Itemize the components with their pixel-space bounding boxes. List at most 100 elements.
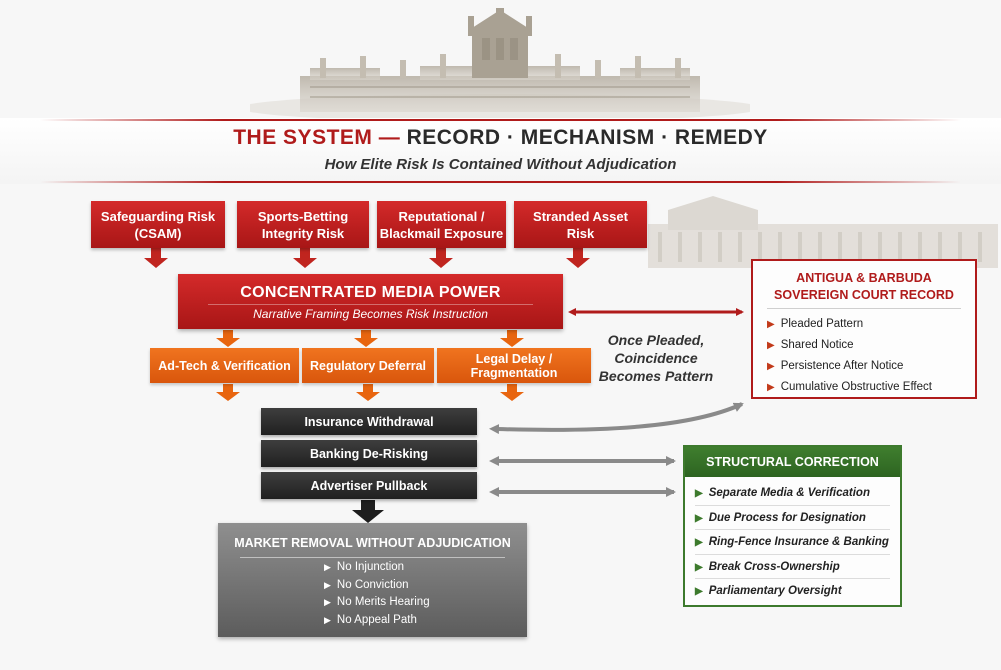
insurance-to-antigua-arrow — [489, 402, 744, 435]
triangle-bullet-icon: ▶ — [324, 614, 331, 625]
triangle-bullet-icon: ▶ — [324, 579, 331, 590]
risk-box-line: Reputational / — [398, 208, 485, 224]
list-item-label: Cumulative Obstructive Effect — [780, 381, 932, 393]
pattern-note: Once Pleaded, Coincidence Becomes Patter… — [596, 331, 716, 385]
title-top-rule — [40, 119, 961, 121]
risk-box-line: Sports-Betting — [257, 208, 349, 224]
list-item: ▶ Due Process for Designation — [695, 506, 890, 530]
triangle-bullet-icon: ▶ — [767, 319, 775, 330]
mechanism-ad-tech: Ad-Tech & Verification — [150, 348, 299, 383]
banking-de-risking-box: Banking De-Risking — [261, 440, 477, 467]
triangle-bullet-icon: ▶ — [695, 586, 703, 597]
list-item-label: Break Cross-Ownership — [708, 560, 840, 573]
list-item: ▶ Ring-Fence Insurance & Banking — [695, 530, 890, 555]
list-item: ▶ Shared Notice — [767, 335, 932, 356]
risk-box-reputational: Reputational /Blackmail Exposure — [377, 201, 506, 248]
triangle-bullet-icon: ▶ — [695, 561, 703, 573]
triangle-bullet-icon: ▶ — [324, 597, 331, 607]
arrow-down-red — [566, 248, 590, 268]
page-title: THE SYSTEM — RECORD · MECHANISM · REMEDY — [0, 126, 1001, 150]
risk-box-line: Safeguarding Risk — [100, 208, 216, 224]
antigua-title-line: SOVEREIGN COURT RECORD — [774, 288, 954, 302]
page-subtitle: How Elite Risk Is Contained Without Adju… — [324, 156, 677, 173]
risk-box-line: Stranded Asset — [533, 208, 628, 224]
antigua-court-record-box: ANTIGUA & BARBUDA SOVEREIGN COURT RECORD… — [751, 259, 977, 399]
list-item: ▶ Break Cross-Ownership — [695, 555, 890, 579]
list-item-label: No Merits Hearing — [336, 596, 430, 608]
title-part-system: THE SYSTEM — — [233, 126, 401, 149]
list-item-label: Parliamentary Oversight — [708, 585, 842, 597]
list-item: ▶ Persistence After Notice — [767, 356, 932, 377]
list-item-label: Separate Media & Verification — [708, 487, 870, 499]
antigua-title-line: ANTIGUA & BARBUDA — [796, 271, 932, 285]
structural-correction-title: STRUCTURAL CORRECTION — [685, 447, 900, 477]
antigua-list: ▶ Pleaded Pattern ▶ Shared Notice ▶ Persist… — [767, 314, 932, 398]
risk-box-line: Integrity Risk — [261, 225, 345, 241]
mechanism-legal-delay: Legal Delay / Fragmentation — [437, 348, 591, 383]
media-subtitle: Narrative Framing Becomes Risk Instructi… — [178, 304, 563, 321]
antigua-divider — [767, 308, 961, 309]
parliament-skyline-illustration — [250, 8, 750, 118]
list-item: ▶ No Merits Hearing — [324, 594, 430, 612]
list-item-label: Shared Notice — [780, 339, 854, 351]
title-bottom-rule — [40, 181, 961, 183]
list-item-label: No Injunction — [336, 561, 405, 573]
triangle-bullet-icon: ▶ — [767, 382, 775, 393]
list-item-label: Pleaded Pattern — [780, 318, 864, 330]
list-item-label: Persistence After Notice — [780, 360, 904, 372]
arrow-down-orange — [356, 384, 380, 401]
structural-correction-box: STRUCTURAL CORRECTION ▶ Separate Media & … — [683, 445, 902, 607]
risk-box-safeguarding: Safeguarding Risk(CSAM) — [91, 201, 225, 248]
list-item: ▶ Pleaded Pattern — [767, 314, 932, 335]
mechanism-regulatory-deferral: Regulatory Deferral — [302, 348, 434, 383]
arrow-down-black — [352, 500, 384, 523]
arrow-down-orange — [354, 330, 378, 347]
triangle-bullet-icon: ▶ — [767, 361, 775, 372]
list-item-label: No Appeal Path — [336, 613, 417, 626]
list-item-label: Due Process for Designation — [708, 511, 866, 524]
structural-correction-list: ▶ Separate Media & Verification ▶ Due Proc… — [695, 481, 890, 604]
list-item: ▶ Parliamentary Oversight — [695, 579, 890, 604]
list-item-label: No Conviction — [336, 578, 409, 591]
mechanism-down-arrows — [216, 384, 524, 401]
arrow-down-red — [144, 248, 168, 268]
market-divider — [240, 557, 505, 558]
arrow-down-orange — [216, 330, 240, 347]
triangle-bullet-icon: ▶ — [695, 512, 703, 524]
market-removal-list: ▶ No Injunction ▶ No Conviction ▶ No Merits… — [324, 559, 430, 629]
title-part-remedy: RECORD · MECHANISM · REMEDY — [406, 126, 768, 149]
pattern-note-line: Becomes Pattern — [598, 368, 714, 384]
risk-box-line: Blackmail Exposure — [379, 225, 504, 241]
arrow-down-orange — [216, 384, 240, 401]
risk-box-line: (CSAM) — [134, 225, 182, 241]
antigua-title: ANTIGUA & BARBUDA SOVEREIGN COURT RECORD — [753, 270, 975, 304]
list-item: ▶ No Injunction — [324, 559, 430, 577]
list-item-label: Ring-Fence Insurance & Banking — [708, 536, 889, 548]
market-removal-box: MARKET REMOVAL WITHOUT ADJUDICATION ▶ No … — [218, 523, 527, 637]
list-item: ▶ No Appeal Path — [324, 612, 430, 630]
pattern-note-line: Once Pleaded, — [607, 332, 705, 348]
insurance-withdrawal-box: Insurance Withdrawal — [261, 408, 477, 435]
arrow-down-red — [293, 248, 317, 268]
risk-to-media-arrows — [144, 248, 590, 268]
advertiser-pullback-box: Advertiser Pullback — [261, 472, 477, 499]
media-title: CONCENTRATED MEDIA POWER — [240, 284, 501, 301]
list-item: ▶ Separate Media & Verification — [695, 481, 890, 506]
market-removal-title: MARKET REMOVAL WITHOUT ADJUDICATION — [234, 536, 511, 550]
list-item: ▶ Cumulative Obstructive Effect — [767, 377, 932, 398]
risk-box-line: Risk — [566, 225, 595, 241]
list-item: ▶ No Conviction — [324, 577, 430, 595]
concentrated-media-power-box: CONCENTRATED MEDIA POWER Narrative Frami… — [178, 274, 563, 329]
triangle-bullet-icon: ▶ — [767, 340, 775, 351]
triangle-bullet-icon: ▶ — [324, 562, 331, 572]
arrow-down-red — [429, 248, 453, 268]
arrow-down-orange — [500, 384, 524, 401]
media-to-mechanism-arrows — [216, 330, 524, 347]
triangle-bullet-icon: ▶ — [695, 488, 703, 499]
triangle-bullet-icon: ▶ — [695, 537, 703, 548]
pattern-note-line: Coincidence — [614, 350, 698, 366]
arrow-down-orange — [500, 330, 524, 347]
